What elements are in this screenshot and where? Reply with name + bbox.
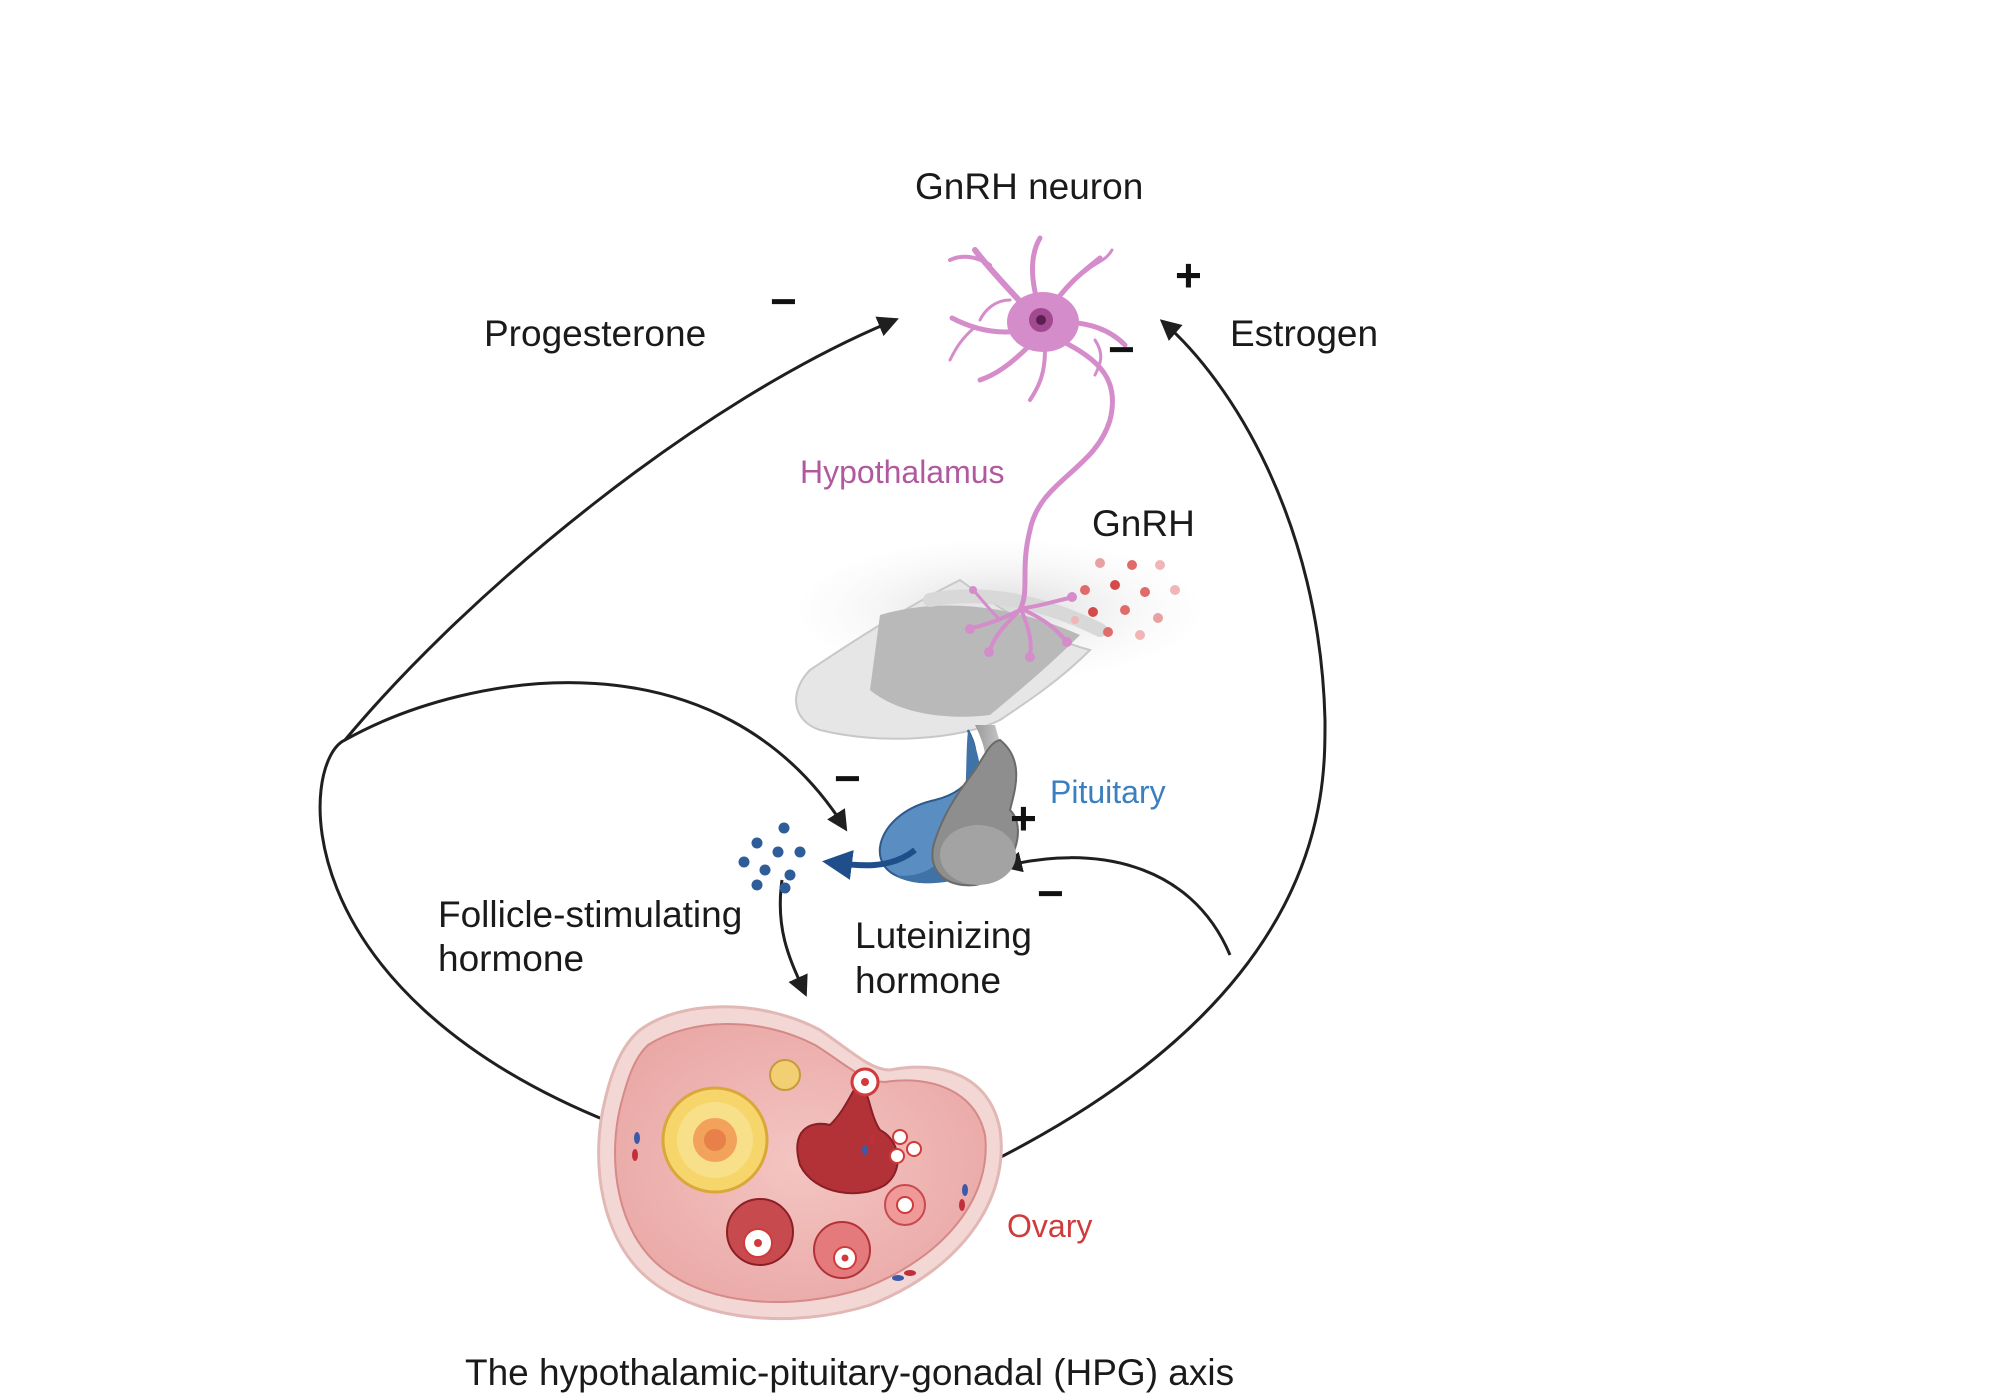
diagram-caption: The hypothalamic-pituitary-gonadal (HPG)… — [465, 1352, 1235, 1393]
gnrh-hormone-dots — [1071, 558, 1180, 640]
estrogen-stimulate-sign: + — [1175, 249, 1202, 301]
estrogen-inhibit-sign: − — [1108, 323, 1135, 375]
fsh-label-line1: Follicle-stimulating — [438, 894, 743, 935]
hypothalamus-label: Hypothalamus — [800, 454, 1005, 490]
progesterone-label: Progesterone — [484, 313, 707, 354]
pituitary-label: Pituitary — [1050, 774, 1166, 810]
fsh-label-line2: hormone — [438, 938, 585, 979]
progesterone-to-pituitary-arrow — [344, 681, 848, 832]
estrogen-to-pituitary-arrow — [1000, 851, 1232, 956]
estrogen-label: Estrogen — [1230, 313, 1379, 354]
pituitary-gland — [822, 725, 1019, 887]
ovary-illustration — [597, 1005, 1003, 1321]
ovary-label: Ovary — [1007, 1208, 1093, 1244]
gonadotropin-to-ovary-arrow — [778, 879, 808, 997]
pituitary-inhibit-sign: − — [834, 752, 861, 804]
hypothalamus-tissue — [795, 540, 1200, 740]
gnrh-label: GnRH — [1092, 503, 1195, 544]
pituitary-stimulate-sign: + — [1010, 792, 1037, 844]
gnrh-neuron-soma — [1007, 292, 1079, 352]
estrogen-feedback-arrow — [994, 319, 1327, 1162]
gnrh-neuron-label: GnRH neuron — [915, 166, 1144, 207]
lh-label-line2: hormone — [855, 960, 1002, 1001]
pituitary-inhibit-lower-sign: − — [1037, 867, 1064, 919]
gnrh-neuron-terminals — [965, 586, 1077, 662]
lh-label-line1: Luteinizing — [855, 915, 1032, 956]
gonadotropin-dots — [738, 822, 806, 894]
progesterone-inhibit-sign: − — [770, 275, 797, 327]
